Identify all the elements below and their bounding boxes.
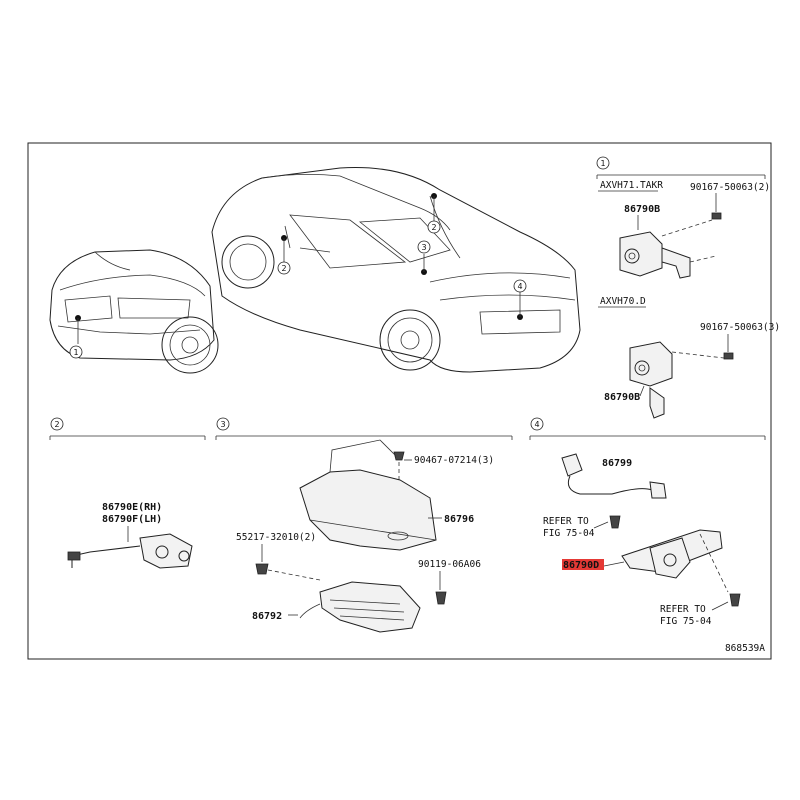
- refer-fig-2-label: FIG 75-04: [660, 616, 712, 627]
- svg-text:3: 3: [421, 243, 426, 252]
- part-86790b-a-label: 86790B: [624, 204, 660, 215]
- section-4-panel: 4 86799 REFER TO FIG 75-04 86790D REFER …: [529, 417, 766, 627]
- part-90167-b-label: 90167-50063(3): [700, 322, 780, 333]
- part-86790d-label: 86790D: [563, 560, 599, 571]
- refer-to-2-label: REFER TO: [660, 604, 706, 615]
- vehicle-overview: 1 2 2 3 4: [49, 167, 581, 374]
- side-camera-86790e-f: [67, 533, 193, 569]
- callout-2b: 2: [427, 220, 441, 234]
- camera-86790b-a: [619, 231, 691, 279]
- part-86792-label: 86792: [252, 611, 282, 622]
- part-55217-label: 55217-32010(2): [236, 532, 316, 543]
- part-86799-label: 86799: [602, 458, 632, 469]
- callout-1: 1: [69, 345, 83, 359]
- section-3-number: 3: [220, 420, 225, 429]
- diagram-border: [27, 142, 772, 660]
- section-3-panel: 3 90467-07214(3) 86796 55217-32010(2) 90…: [215, 417, 513, 633]
- svg-text:2: 2: [281, 264, 286, 273]
- part-86790f-label: 86790F(LH): [102, 514, 162, 525]
- svg-text:1: 1: [73, 348, 78, 357]
- harness-86799: [561, 453, 667, 499]
- part-90467-label: 90467-07214(3): [414, 455, 494, 466]
- part-86790b-b-label: 86790B: [604, 392, 640, 403]
- bracket-86792: [299, 581, 421, 633]
- rear-camera-86790d: [621, 529, 723, 579]
- refer-to-1-label: REFER TO: [543, 516, 589, 527]
- part-86796-label: 86796: [444, 514, 474, 525]
- section-2-number: 2: [54, 420, 59, 429]
- variant-label-b: AXVH70.D: [600, 296, 646, 307]
- part-86790e-label: 86790E(RH): [102, 502, 162, 513]
- part-90167-a-label: 90167-50063(2): [690, 182, 770, 193]
- front-view-car: [49, 249, 219, 374]
- refer-fig-1-label: FIG 75-04: [543, 528, 595, 539]
- svg-text:2: 2: [431, 223, 436, 232]
- cover-86796: [299, 439, 437, 551]
- variant-label-a: AXVH71.TAKR: [600, 180, 663, 191]
- callout-4: 4: [513, 279, 527, 293]
- section-4-number: 4: [534, 420, 539, 429]
- part-90119-label: 90119-06A06: [418, 559, 481, 570]
- callout-3: 3: [417, 240, 431, 254]
- figure-id: 868539A: [725, 643, 765, 654]
- section-1-number: 1: [600, 159, 605, 168]
- camera-86790b-b: [629, 341, 673, 419]
- rear-view-car: [211, 167, 581, 373]
- section-1-panel: 1 AXVH71.TAKR 90167-50063(2) 86790B AXVH…: [596, 156, 780, 419]
- callout-2a: 2: [277, 261, 291, 275]
- section-2-panel: 2 86790E(RH) 86790F(LH): [49, 417, 206, 569]
- part-86790d-highlight: [562, 559, 604, 570]
- svg-text:4: 4: [517, 282, 522, 291]
